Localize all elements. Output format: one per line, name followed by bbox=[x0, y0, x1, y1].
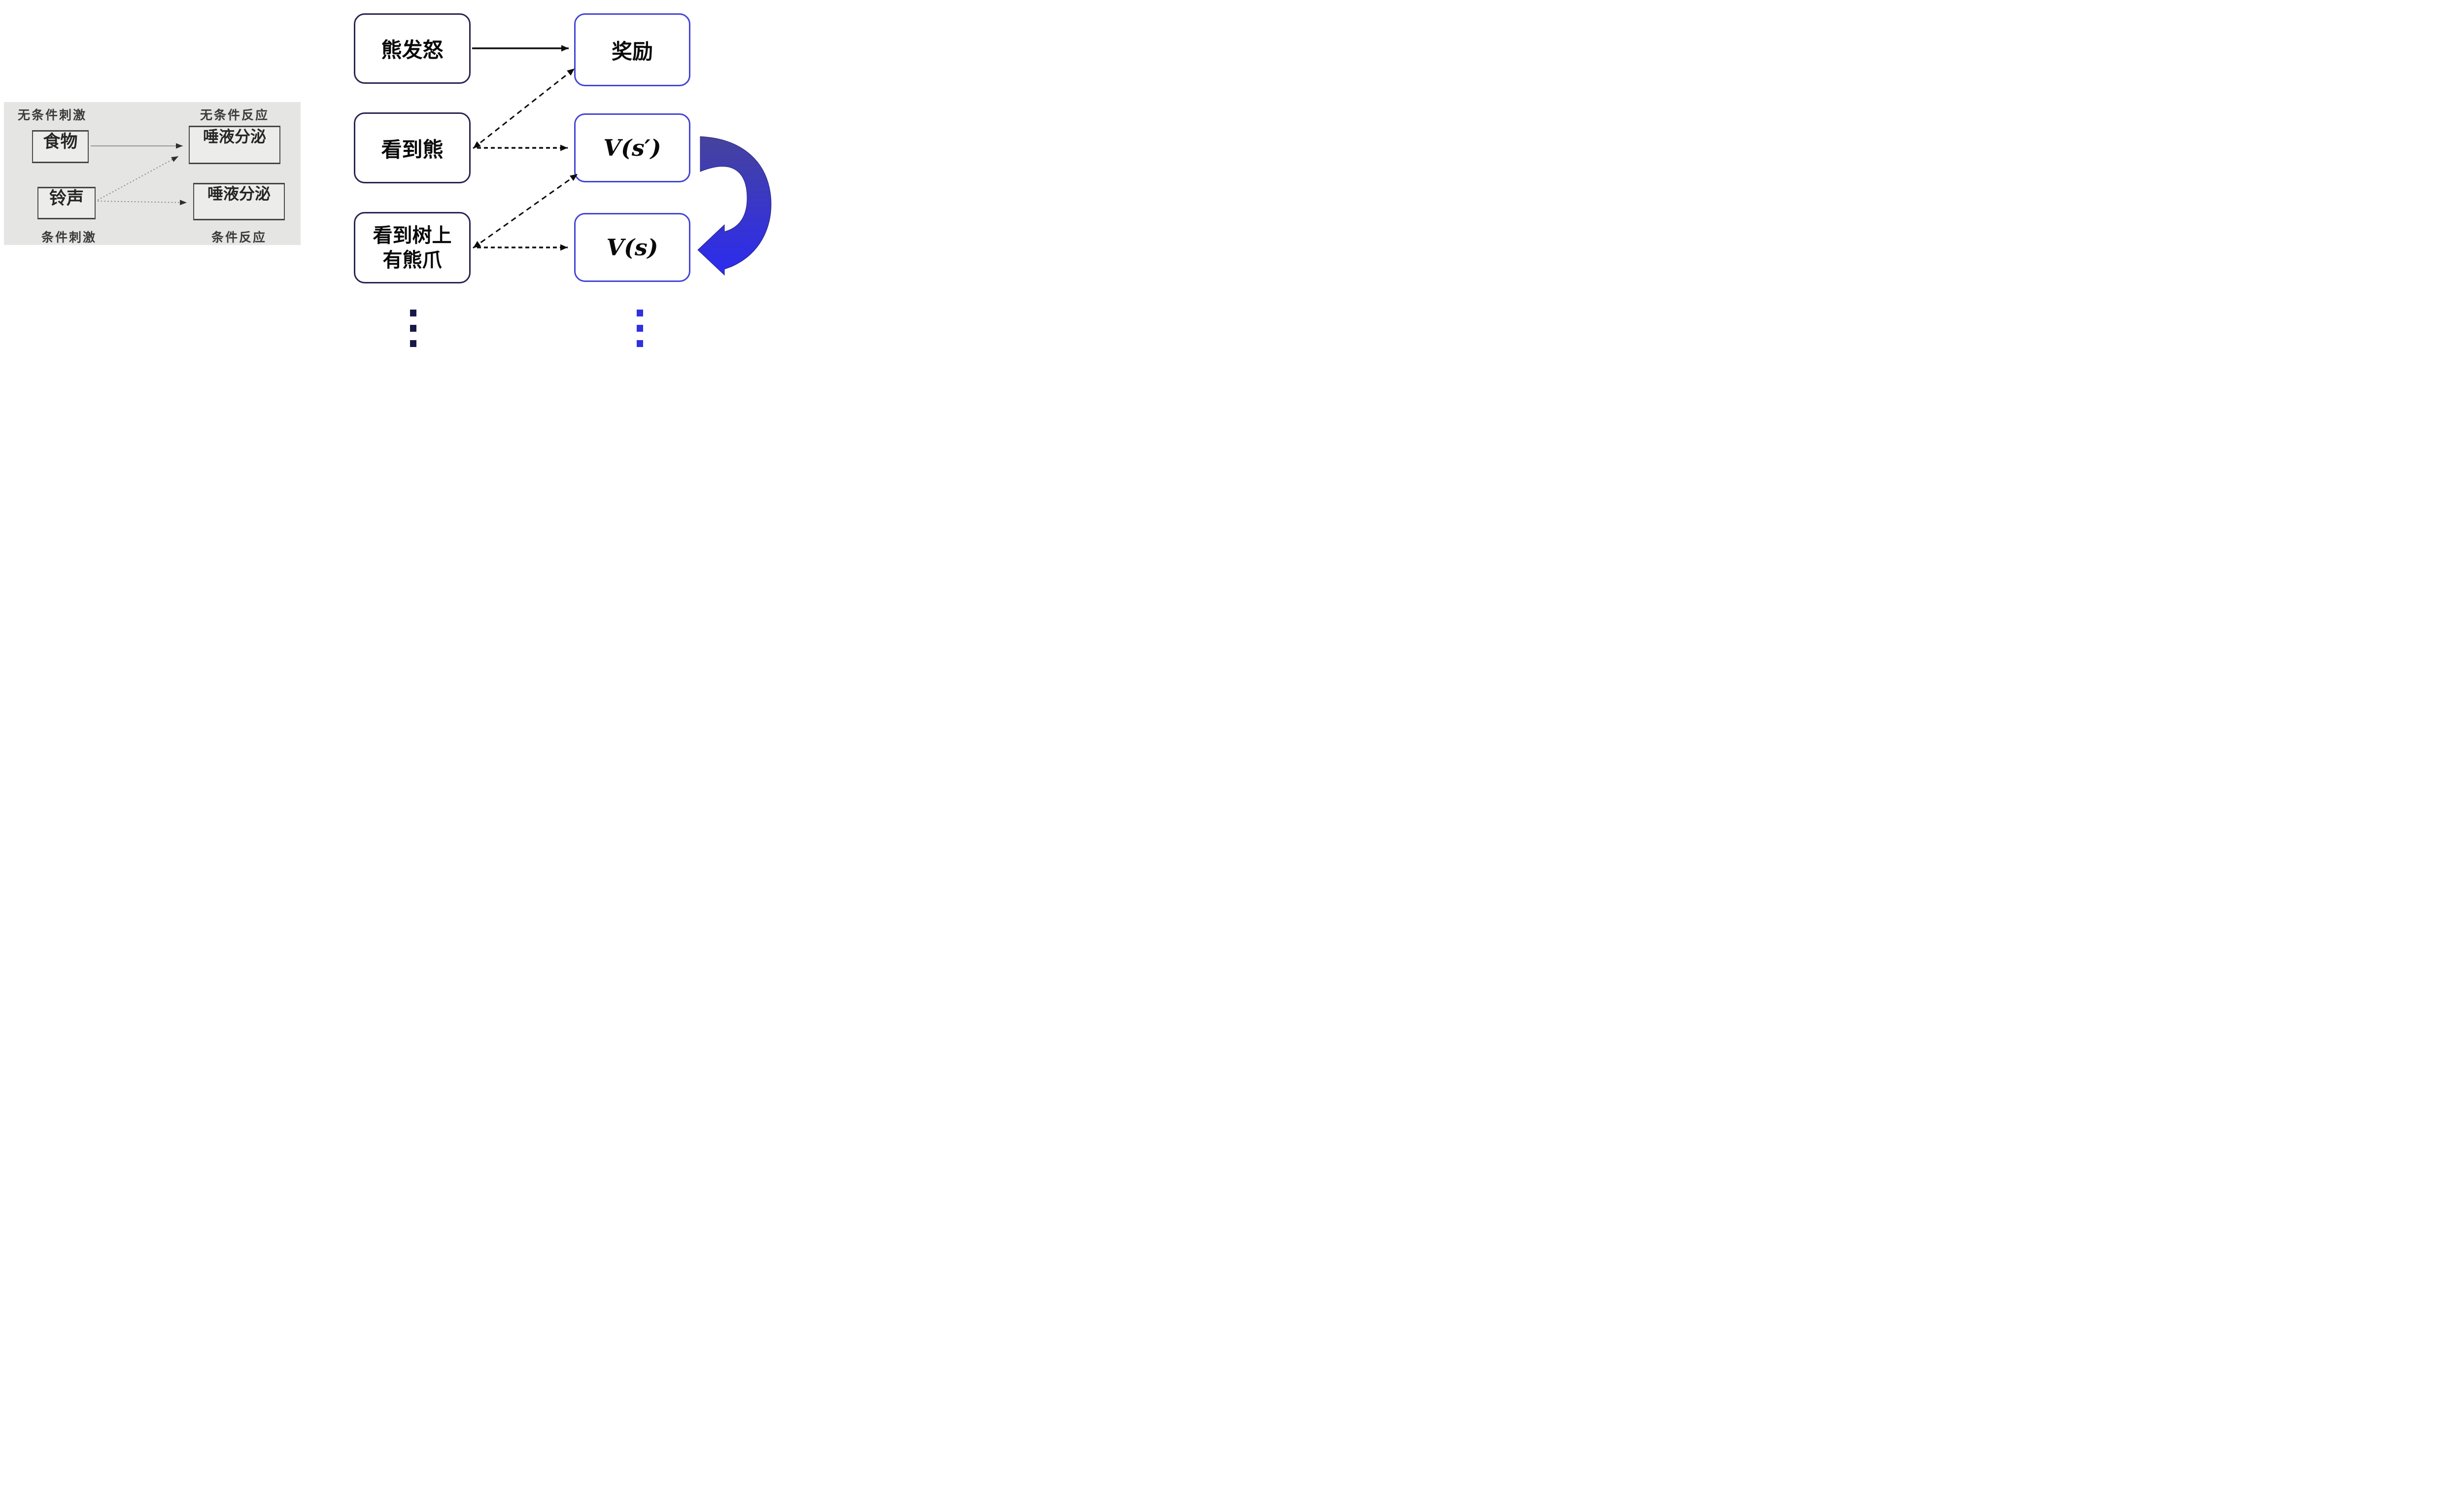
arrow-bear-claw-to-v-s-prime-dashed bbox=[473, 173, 578, 249]
ellipsis-dot bbox=[410, 310, 416, 316]
box-salivation-conditioned-label: 唾液分泌 bbox=[207, 185, 271, 203]
arrow-see-bear-to-reward-dashed bbox=[473, 68, 575, 149]
label-conditioned-stimulus: 条件刺激 bbox=[41, 231, 97, 244]
ellipsis-dot bbox=[637, 310, 643, 316]
state-box-bear-claw-on-tree: 看到树上 有熊爪 bbox=[354, 212, 471, 283]
loop-arrow-v-s-prime-to-v-s bbox=[697, 136, 772, 276]
vertical-ellipsis-states bbox=[410, 310, 416, 347]
label-unconditioned-response: 无条件反应 bbox=[200, 108, 269, 122]
state-box-bear-angry: 熊发怒 bbox=[354, 13, 471, 84]
ellipsis-dot bbox=[637, 340, 643, 347]
box-bell-label: 铃声 bbox=[49, 189, 84, 208]
value-box-v-s: V(s) bbox=[574, 213, 690, 282]
box-food: 食物 bbox=[32, 130, 89, 163]
diagram-canvas: 无条件刺激 无条件反应 条件刺激 条件反应 食物 唾液分泌 铃声 唾液分泌 熊发… bbox=[0, 0, 772, 350]
conditioning-panel: 无条件刺激 无条件反应 条件刺激 条件反应 食物 唾液分泌 铃声 唾液分泌 bbox=[4, 102, 301, 245]
box-food-label: 食物 bbox=[43, 132, 78, 151]
ellipsis-dot bbox=[410, 340, 416, 347]
state-box-see-bear: 看到熊 bbox=[354, 112, 471, 183]
ellipsis-dot bbox=[410, 325, 416, 332]
vertical-ellipsis-values bbox=[637, 310, 643, 347]
ellipsis-dot bbox=[637, 325, 643, 332]
value-box-v-s-prime: V(s′) bbox=[574, 113, 690, 182]
box-salivation-unconditioned-label: 唾液分泌 bbox=[203, 128, 266, 145]
box-salivation-unconditioned: 唾液分泌 bbox=[189, 126, 280, 164]
value-box-reward: 奖励 bbox=[574, 13, 690, 86]
label-conditioned-response: 条件反应 bbox=[211, 231, 267, 244]
box-salivation-conditioned: 唾液分泌 bbox=[193, 183, 285, 220]
label-unconditioned-stimulus: 无条件刺激 bbox=[18, 108, 87, 122]
box-bell: 铃声 bbox=[37, 187, 96, 219]
